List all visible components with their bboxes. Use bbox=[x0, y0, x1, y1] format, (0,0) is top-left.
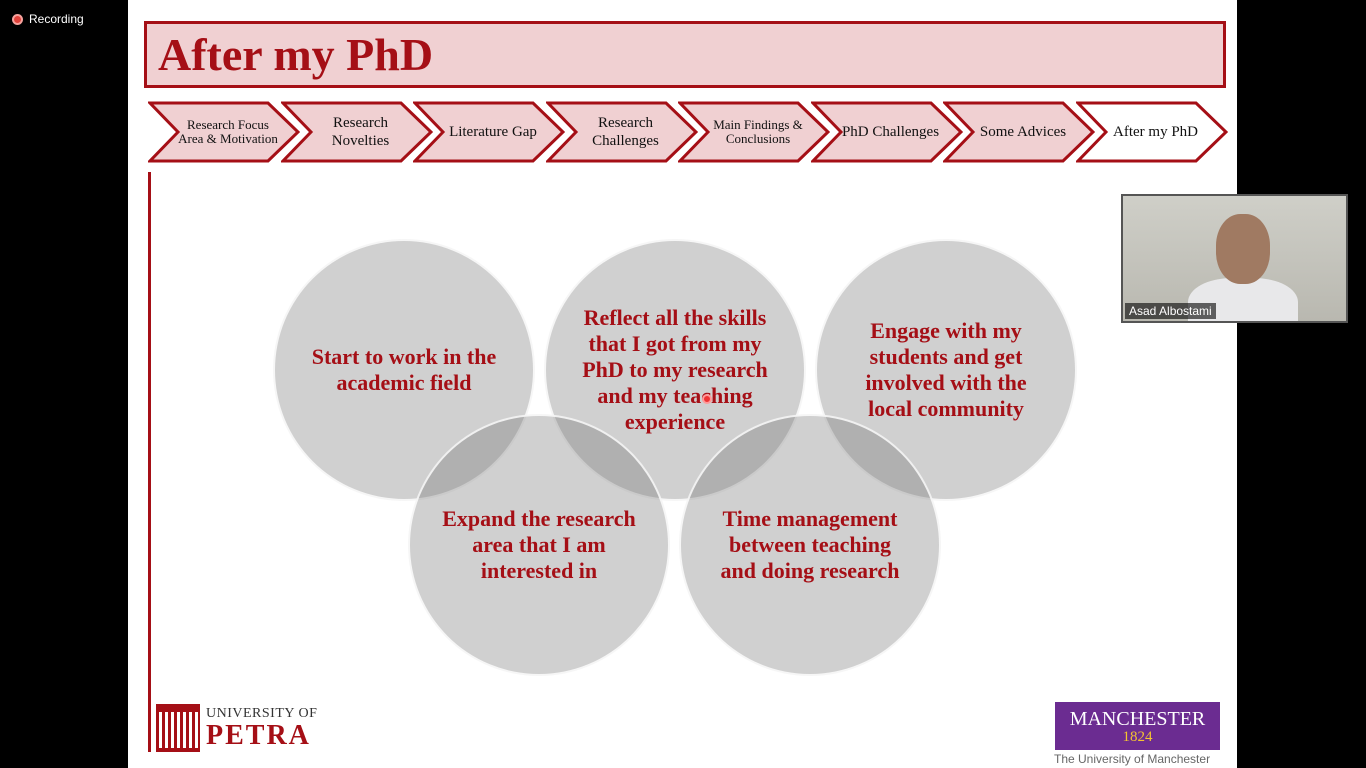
recording-label: Recording bbox=[29, 12, 84, 26]
slide-title: After my PhD bbox=[158, 29, 434, 80]
step-label: Literature Gap bbox=[449, 124, 537, 140]
step-label: Research Novelties bbox=[331, 115, 390, 149]
chevron-shape bbox=[678, 101, 830, 163]
step-7: Some Advices bbox=[943, 101, 1095, 163]
record-icon bbox=[12, 13, 23, 25]
manchester-logo-year: 1824 bbox=[1122, 729, 1153, 745]
recording-indicator: Recording bbox=[12, 12, 84, 26]
step-5: Main Findings & Conclusions bbox=[678, 101, 830, 163]
manchester-logo-text: MANCHESTER bbox=[1069, 708, 1206, 730]
divider-line bbox=[148, 172, 151, 752]
manchester-logo: MANCHESTER 1824 bbox=[1055, 702, 1220, 750]
circle-text: Engage with my students and get involved… bbox=[865, 318, 1027, 421]
step-8: After my PhD bbox=[1075, 101, 1228, 163]
pointer-cursor bbox=[702, 394, 712, 404]
chevron-shape bbox=[148, 101, 300, 163]
participant-head bbox=[1216, 214, 1270, 284]
petra-logo-top: UNIVERSITY OF bbox=[206, 706, 318, 721]
circle-5: Time management between teaching and doi… bbox=[679, 414, 941, 676]
step-1: Research Focus Area & Motivation bbox=[148, 101, 300, 163]
circle-4: Expand the research area that I am inter… bbox=[408, 414, 670, 676]
chevron-shape bbox=[810, 101, 963, 163]
participant-video[interactable]: Asad Albostami bbox=[1121, 194, 1348, 323]
step-label: After my PhD bbox=[1113, 124, 1198, 140]
participant-name: Asad Albostami bbox=[1125, 303, 1216, 319]
presentation-slide: After my PhD Research Focus Area & Motiv… bbox=[128, 0, 1237, 768]
manchester-logo-subtitle: The University of Manchester bbox=[1054, 752, 1211, 766]
petra-building-icon bbox=[156, 704, 200, 752]
university-of-petra-logo: UNIVERSITY OF PETRA bbox=[156, 704, 317, 752]
step-label: Main Findings & Conclusions bbox=[713, 117, 803, 146]
chevron-shape bbox=[545, 101, 698, 163]
step-label: PhD Challenges bbox=[841, 124, 940, 140]
chevron-shape bbox=[413, 101, 565, 163]
chevron-shape bbox=[280, 101, 433, 163]
chevron-shape bbox=[1075, 101, 1228, 163]
step-4: Research Challenges bbox=[545, 101, 698, 163]
chevron-shape bbox=[943, 101, 1095, 163]
petra-logo-main: PETRA bbox=[206, 720, 311, 751]
step-6: PhD Challenges bbox=[810, 101, 963, 163]
circle-text: Start to work in the academic field bbox=[311, 344, 497, 395]
step-2: Research Novelties bbox=[280, 101, 433, 163]
circle-text: Time management between teaching and doi… bbox=[720, 506, 900, 583]
step-label: Research Challenges bbox=[592, 115, 659, 149]
step-label: Some Advices bbox=[979, 124, 1067, 140]
step-label: Research Focus Area & Motivation bbox=[178, 117, 278, 146]
circle-text: Expand the research area that I am inter… bbox=[442, 506, 636, 583]
circle-text: Reflect all the skills that I got from m… bbox=[582, 305, 768, 434]
step-3: Literature Gap bbox=[413, 101, 565, 163]
circle-1: Start to work in the academic field bbox=[273, 239, 535, 501]
title-bar: After my PhD bbox=[144, 21, 1226, 88]
